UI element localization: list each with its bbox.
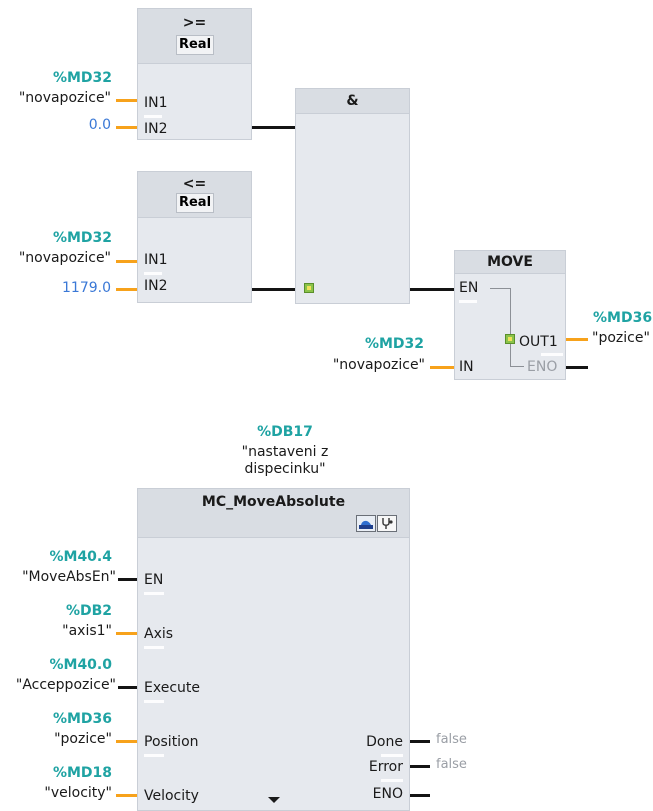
ge-in1-pin: IN1 <box>144 95 168 111</box>
mc-done-wire <box>410 740 430 743</box>
and-add-input-icon[interactable] <box>304 283 314 293</box>
mc-title: MC_MoveAbsolute <box>201 494 346 510</box>
mc-en-symbol: "MoveAbsEn" <box>22 569 116 585</box>
le-in2-constant: 1179.0 <box>62 280 111 296</box>
move-en-internal-wire <box>490 288 510 289</box>
move-block[interactable]: MOVE EN IN OUT1 ENO <box>454 250 566 380</box>
le-compare-block[interactable]: <= Real IN1 IN2 <box>137 171 252 303</box>
le-output-wire <box>252 288 295 291</box>
mc-execute-wire <box>118 686 137 689</box>
move-in-address: %MD32 <box>364 336 424 352</box>
move-title: MOVE <box>487 254 533 270</box>
move-en-internal-wire-v <box>510 288 511 366</box>
mc-error-value: false <box>436 757 467 772</box>
ge-in2-pin: IN2 <box>144 121 168 137</box>
le-operator: <= <box>182 176 207 192</box>
mc-execute-address: %M40.0 <box>49 657 112 673</box>
mc-instance-address: %DB17 <box>257 424 313 440</box>
diagnostics-icon[interactable] <box>377 515 397 532</box>
mc-eno-wire <box>410 794 430 797</box>
mc-position-pin: Position <box>144 734 199 750</box>
mc-axis-address: %DB2 <box>65 603 112 619</box>
axis-tool-icon[interactable] <box>356 515 376 532</box>
move-out-symbol: "pozice" <box>592 330 650 346</box>
mc-execute-pin: Execute <box>144 680 200 696</box>
ge-in2-constant: 0.0 <box>88 117 111 133</box>
ge-in2-wire <box>116 126 137 129</box>
move-out1-wire <box>566 338 588 341</box>
le-in1-address: %MD32 <box>52 230 112 246</box>
mc-axis-pin: Axis <box>144 626 174 642</box>
mc-eno-pin: ENO <box>372 786 403 802</box>
ge-in1-symbol: "novapozice" <box>18 90 111 106</box>
move-eno-wire <box>566 366 588 369</box>
move-eno-internal-wire <box>510 366 524 367</box>
mc-velocity-address: %MD18 <box>52 765 112 781</box>
move-in-symbol: "novapozice" <box>332 357 425 373</box>
le-type-selector[interactable]: Real <box>176 193 214 213</box>
mc-error-pin: Error <box>368 759 403 775</box>
mc-velocity-wire <box>116 794 137 797</box>
le-in2-wire <box>116 288 137 291</box>
ge-compare-block[interactable]: >= Real IN1 IN2 <box>137 8 252 140</box>
le-in1-wire <box>116 260 137 263</box>
ge-output-wire <box>252 126 295 129</box>
mc-done-pin: Done <box>366 734 403 750</box>
le-in2-pin: IN2 <box>144 278 168 294</box>
move-add-output-icon[interactable] <box>505 334 515 344</box>
chevron-down-icon[interactable] <box>268 797 280 803</box>
mc-en-wire <box>118 578 137 581</box>
mc-instance-symbol-line2: dispecinku" <box>244 461 326 477</box>
move-in-pin: IN <box>459 359 474 375</box>
mc-execute-symbol: "Acceppozice" <box>15 677 116 693</box>
ge-type-selector[interactable]: Real <box>176 35 214 55</box>
le-in1-symbol: "novapozice" <box>18 250 111 266</box>
ge-operator: >= <box>182 15 207 31</box>
ge-in1-address: %MD32 <box>52 70 112 86</box>
mc-position-wire <box>116 740 137 743</box>
mc-velocity-pin: Velocity <box>144 788 199 804</box>
le-in1-pin: IN1 <box>144 252 168 268</box>
mc-position-address: %MD36 <box>52 711 112 727</box>
mc-en-pin: EN <box>144 572 164 588</box>
and-operator: & <box>346 93 359 109</box>
mc-axis-symbol: "axis1" <box>62 623 112 639</box>
ge-in1-wire <box>116 99 137 102</box>
move-out1-pin: OUT1 <box>519 334 558 350</box>
mc-moveabsolute-block[interactable]: MC_MoveAbsolute EN Axis Execute Position… <box>137 488 410 811</box>
move-out-address: %MD36 <box>593 310 653 326</box>
mc-position-symbol: "pozice" <box>54 731 112 747</box>
and-block[interactable]: & <box>295 88 410 304</box>
and-output-wire <box>410 288 454 291</box>
move-en-pin: EN <box>459 280 479 296</box>
mc-velocity-symbol: "velocity" <box>44 785 112 801</box>
mc-axis-wire <box>116 632 137 635</box>
mc-en-address: %M40.4 <box>49 549 112 565</box>
mc-error-wire <box>410 765 430 768</box>
mc-done-value: false <box>436 732 467 747</box>
mc-instance-symbol-line1: "nastaveni z <box>241 444 329 460</box>
move-in-wire <box>430 366 454 369</box>
move-eno-pin: ENO <box>527 359 558 375</box>
